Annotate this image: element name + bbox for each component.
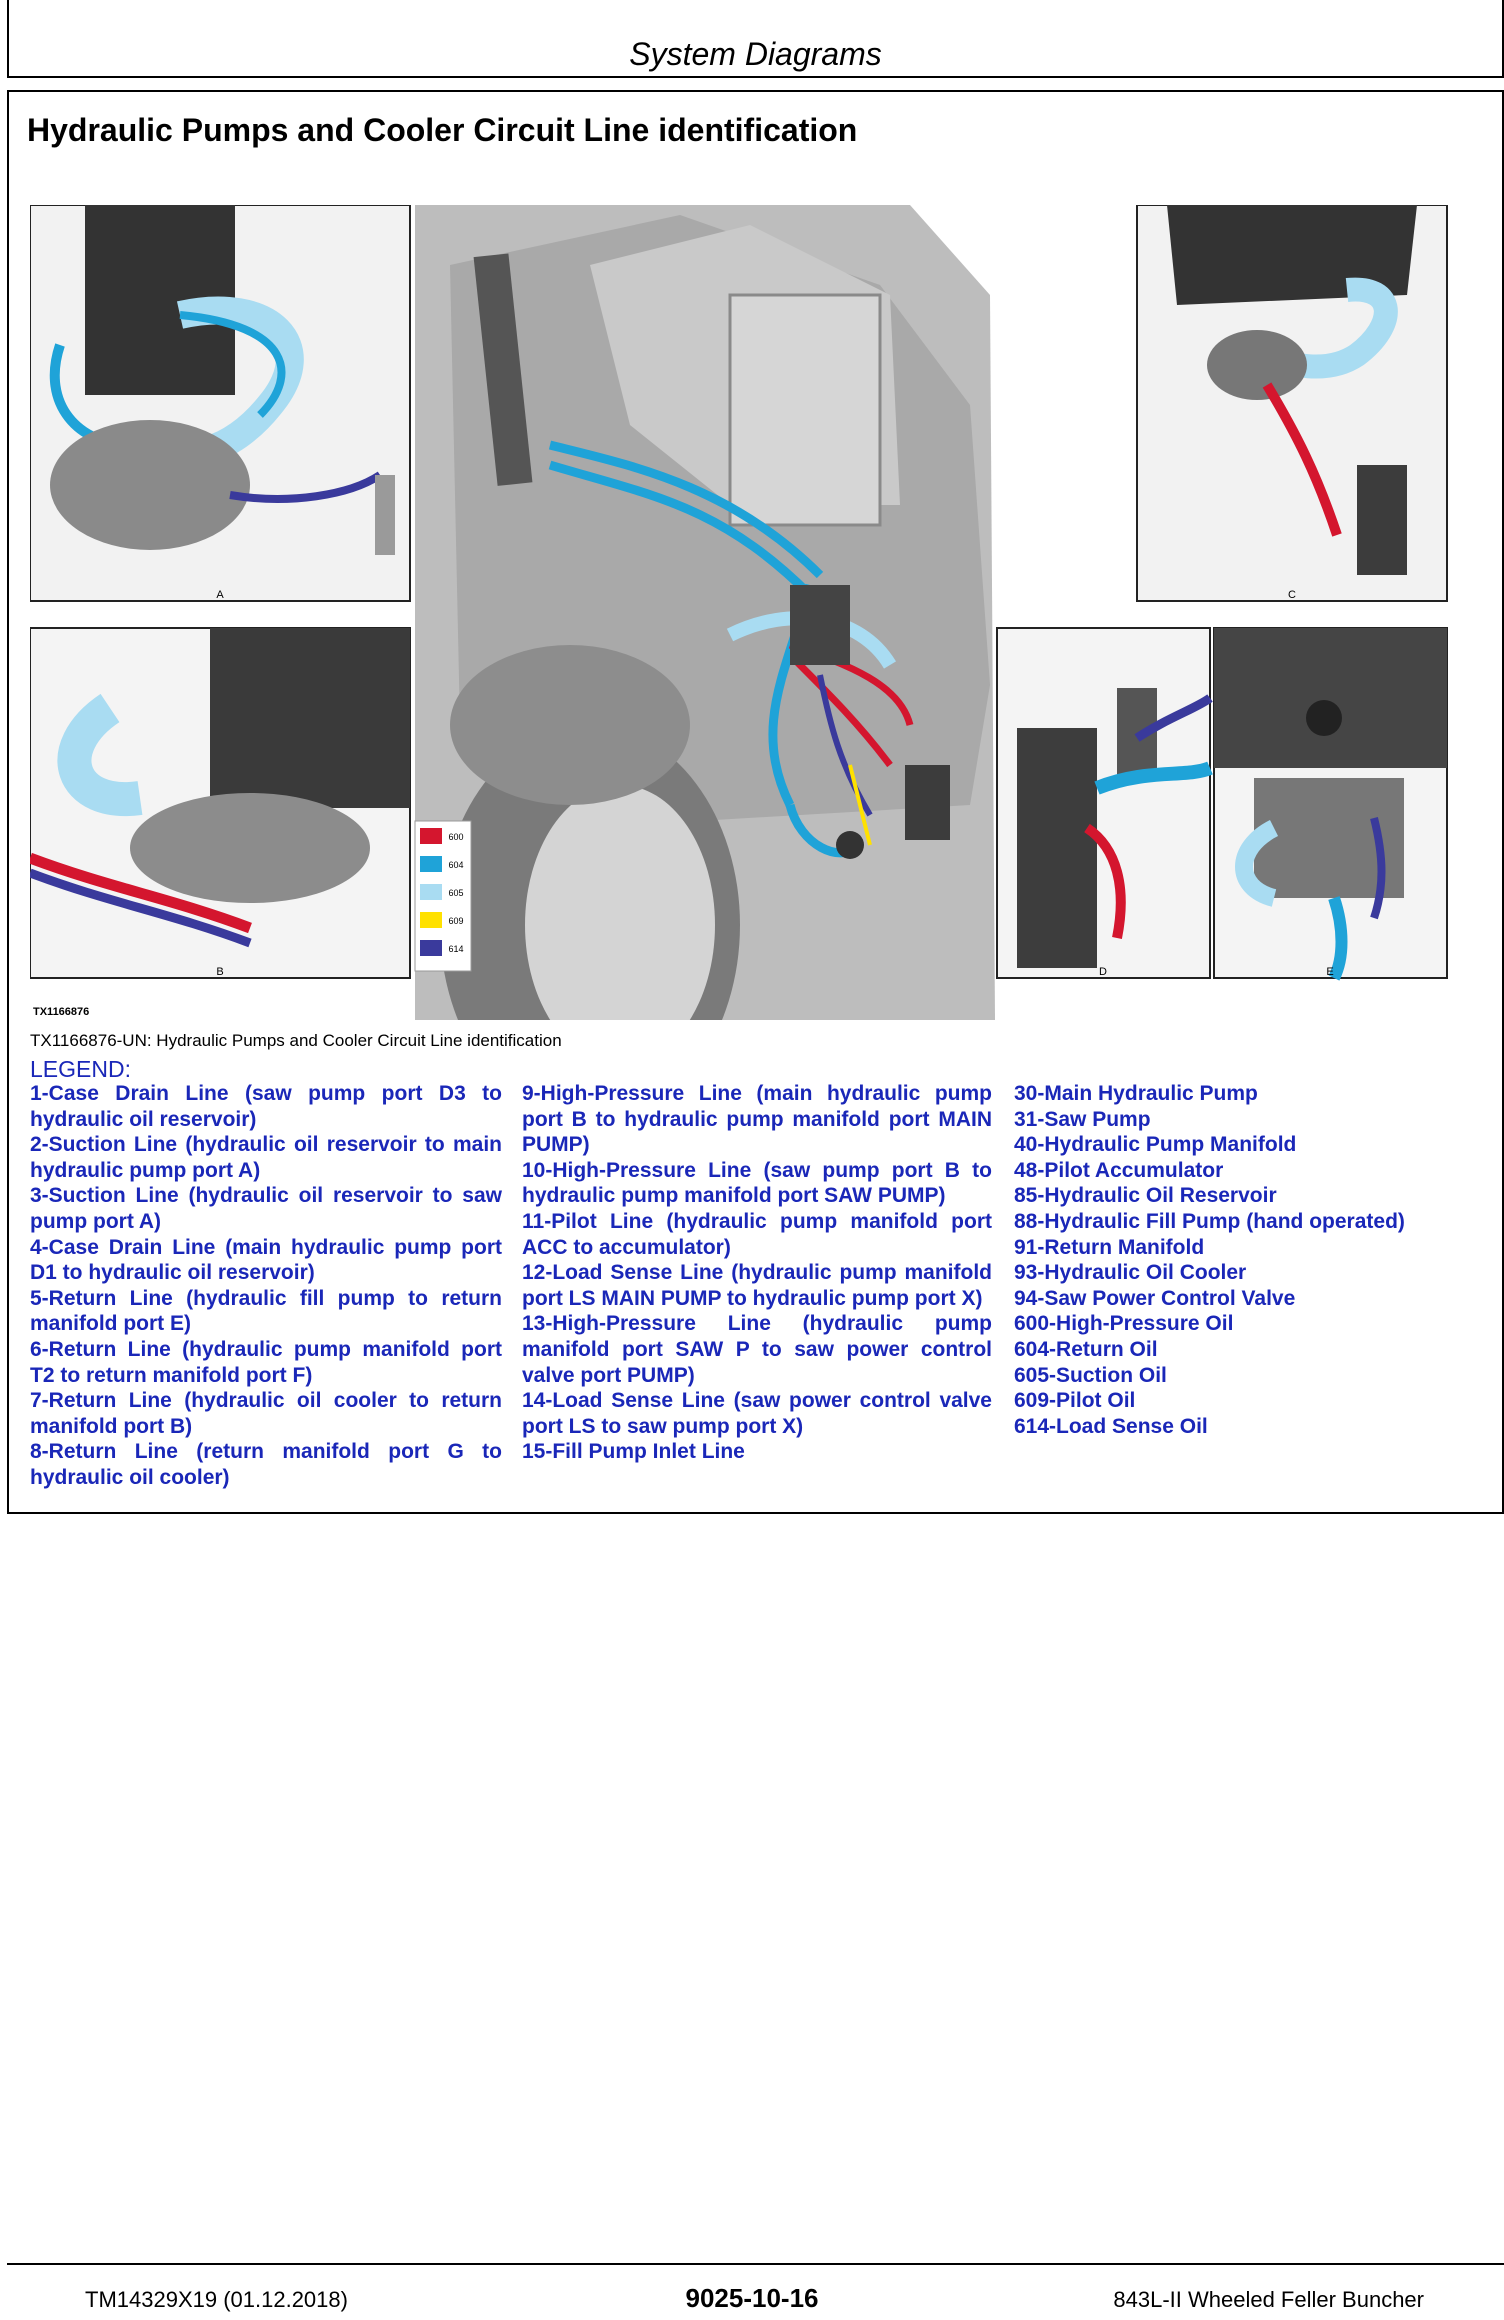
page-header: System Diagrams bbox=[7, 0, 1504, 78]
legend-item: 1-Case Drain Line (saw pump port D3 to h… bbox=[30, 1082, 502, 1131]
panel-label-e: E bbox=[1326, 966, 1333, 978]
color-code-605: 605 bbox=[448, 888, 463, 898]
legend-column-1: 1-Case Drain Line (saw pump port D3 to h… bbox=[30, 1081, 502, 1491]
detail-panel-c: C bbox=[1136, 204, 1448, 602]
panel-label-d: D bbox=[1099, 966, 1107, 978]
color-swatch-609 bbox=[420, 912, 442, 928]
panel-label-b: B bbox=[216, 966, 223, 978]
legend-item: 40-Hydraulic Pump Manifold bbox=[1014, 1133, 1297, 1157]
panel-label-a: A bbox=[216, 589, 224, 601]
hydraulic-diagram: A B 600 604 605 609 614 bbox=[28, 204, 1448, 1125]
legend-item: 94-Saw Power Control Valve bbox=[1014, 1286, 1296, 1310]
footer-page-number: 9025-10-16 bbox=[685, 2283, 819, 2313]
color-code-600: 600 bbox=[448, 832, 463, 842]
legend-item: 2-Suction Line (hydraulic oil reservoir … bbox=[30, 1133, 502, 1182]
legend-item: 15-Fill Pump Inlet Line bbox=[522, 1440, 745, 1464]
legend-item: 88-Hydraulic Fill Pump (hand operated) bbox=[1014, 1209, 1405, 1233]
legend-item: 9-High-Pressure Line (main hydraulic pum… bbox=[522, 1082, 992, 1157]
legend-column-3: 30-Main Hydraulic Pump 31-Saw Pump 40-Hy… bbox=[1014, 1081, 1484, 1439]
detail-panel-e: E bbox=[1213, 627, 1448, 981]
machine-overview-image bbox=[415, 205, 995, 1125]
detail-panel-b: B 600 604 605 609 614 bbox=[28, 627, 472, 979]
hydraulic-diagram-figure: A B 600 604 605 609 614 bbox=[28, 204, 1450, 1125]
detail-panel-a: A bbox=[29, 204, 411, 602]
figure-id: TX1166876 bbox=[33, 1006, 90, 1018]
legend-item: 8-Return Line (return manifold port G to… bbox=[30, 1440, 502, 1489]
legend-item: 13-High-Pressure Line (hydraulic pump ma… bbox=[522, 1312, 992, 1387]
legend-item: 11-Pilot Line (hydraulic pump manifold p… bbox=[522, 1209, 992, 1259]
legend-item: 85-Hydraulic Oil Reservoir bbox=[1014, 1184, 1277, 1208]
legend-item: 605-Suction Oil bbox=[1014, 1363, 1167, 1387]
content-frame bbox=[7, 90, 1504, 1514]
legend-item: 91-Return Manifold bbox=[1014, 1235, 1205, 1259]
color-swatch-604 bbox=[420, 856, 442, 872]
color-key: 600 604 605 609 614 bbox=[414, 820, 472, 972]
legend-column-2: 9-High-Pressure Line (main hydraulic pum… bbox=[522, 1081, 992, 1465]
legend-item: 10-High-Pressure Line (saw pump port B t… bbox=[522, 1158, 992, 1208]
legend-item: 609-Pilot Oil bbox=[1014, 1389, 1136, 1413]
detail-panel-d: D bbox=[996, 627, 1213, 979]
footer-divider bbox=[7, 2263, 1504, 2265]
figure-caption: TX1166876-UN: Hydraulic Pumps and Cooler… bbox=[30, 1031, 562, 1050]
legend-item: 30-Main Hydraulic Pump bbox=[1014, 1082, 1258, 1105]
legend-item: 3-Suction Line (hydraulic oil reservoir … bbox=[30, 1184, 502, 1233]
legend-item: 6-Return Line (hydraulic pump manifold p… bbox=[30, 1337, 502, 1387]
legend-item: 12-Load Sense Line (hydraulic pump manif… bbox=[522, 1261, 992, 1310]
legend-item: 14-Load Sense Line (saw power control va… bbox=[522, 1389, 992, 1438]
color-code-609: 609 bbox=[448, 916, 463, 926]
legend-item: 31-Saw Pump bbox=[1014, 1107, 1151, 1131]
header-title: System Diagrams bbox=[629, 36, 882, 72]
legend-item: 7-Return Line (hydraulic oil cooler to r… bbox=[30, 1389, 502, 1438]
color-code-604: 604 bbox=[448, 860, 463, 870]
color-code-614: 614 bbox=[448, 944, 463, 954]
legend-item: 614-Load Sense Oil bbox=[1014, 1414, 1208, 1438]
section-title: Hydraulic Pumps and Cooler Circuit Line … bbox=[27, 112, 858, 148]
color-swatch-600 bbox=[420, 828, 442, 844]
footer-machine-name: 843L-II Wheeled Feller Buncher bbox=[1113, 2287, 1424, 2312]
legend-item: 48-Pilot Accumulator bbox=[1014, 1158, 1224, 1182]
legend-item: 5-Return Line (hydraulic fill pump to re… bbox=[30, 1286, 502, 1336]
footer-doc-id: TM14329X19 (01.12.2018) bbox=[85, 2287, 348, 2312]
legend-item: 93-Hydraulic Oil Cooler bbox=[1014, 1261, 1247, 1285]
legend-item: 604-Return Oil bbox=[1014, 1337, 1158, 1361]
legend-item: 4-Case Drain Line (main hydraulic pump p… bbox=[30, 1235, 502, 1285]
legend-title: LEGEND: bbox=[30, 1056, 131, 1082]
legend-item: 600-High-Pressure Oil bbox=[1014, 1312, 1234, 1336]
color-swatch-614 bbox=[420, 940, 442, 956]
panel-label-c: C bbox=[1288, 589, 1296, 601]
color-swatch-605 bbox=[420, 884, 442, 900]
